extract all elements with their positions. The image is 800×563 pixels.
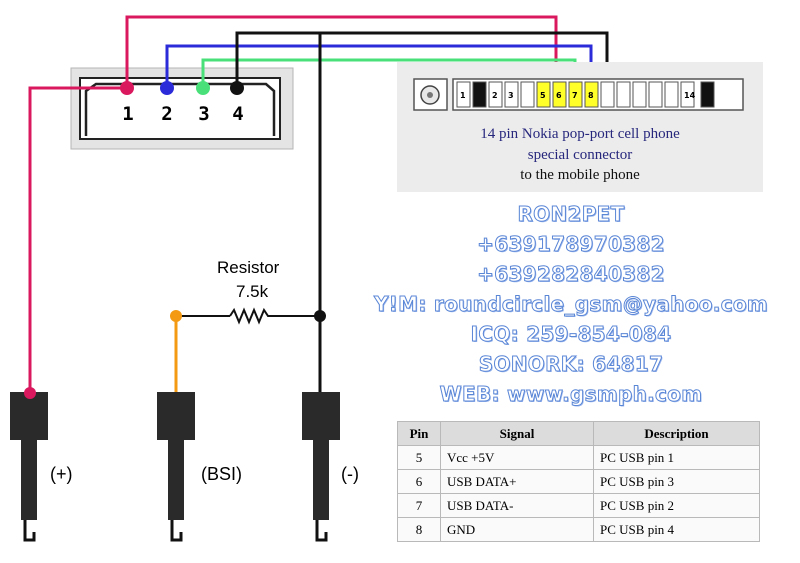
contact-sonork: SONORK: 64817 — [478, 352, 664, 377]
probe-bsi-tip — [170, 520, 183, 542]
nokia-pin-slot-15 — [700, 81, 715, 108]
table-cell-signal: GND — [440, 517, 594, 542]
probe-bsi-shaft — [168, 440, 184, 520]
table-row: 8 GND PC USB pin 4 — [397, 517, 760, 542]
probe-plus-tip — [23, 520, 36, 542]
table-row: 6 USB DATA+ PC USB pin 3 — [397, 469, 760, 494]
resistor-label: Resistor — [217, 258, 280, 277]
nokia-caption-line1: 14 pin Nokia pop-port cell phone — [480, 126, 680, 142]
table-cell-description: PC USB pin 2 — [593, 493, 760, 518]
nokia-pin-label: 2 — [492, 91, 498, 100]
pin-3-dot — [196, 81, 210, 95]
probe-plus-label: (+) — [50, 464, 73, 484]
wire-red-top — [125, 15, 558, 88]
nokia-round-socket-center — [427, 92, 433, 98]
nokia-pin-8 — [584, 81, 599, 108]
table-cell-pin: 5 — [397, 445, 441, 470]
nokia-pin-label: 14 — [684, 91, 696, 100]
table-row: 7 USB DATA- PC USB pin 2 — [397, 493, 760, 518]
contact-ym: Y!M: roundcircle_gsm@yahoo.com — [373, 292, 769, 317]
table-cell-signal: USB DATA- — [440, 493, 594, 518]
probe-bsi-label: (BSI) — [201, 464, 243, 484]
nokia-pin-label: 8 — [588, 91, 594, 100]
wire-black-top — [235, 31, 609, 88]
ground-junction-dot — [314, 310, 326, 322]
probe-bsi-body — [157, 392, 195, 440]
contact-icq: ICQ: 259-854-084 — [470, 322, 672, 347]
resistor-symbol — [229, 307, 272, 325]
wire-red-probe — [28, 86, 127, 393]
nokia-pin-slot-1 — [472, 81, 487, 108]
table-cell-pin: 6 — [397, 469, 441, 494]
table-cell-description: PC USB pin 3 — [593, 469, 760, 494]
nokia-pin-7 — [568, 81, 583, 108]
nokia-caption-line3: to the mobile phone — [520, 167, 640, 183]
nokia-pin-6 — [552, 81, 567, 108]
nokia-pin-label: 6 — [556, 91, 562, 100]
probe-minus-body — [302, 392, 340, 440]
contact-phone-1: +639178970382 — [477, 232, 665, 257]
nokia-caption-line2: special connector — [527, 147, 633, 163]
nokia-pin-slot-11 — [632, 81, 647, 108]
nokia-pins: 1 2 3 5 6 7 8 14 — [456, 81, 715, 108]
usb-connector-outline — [84, 82, 276, 136]
probe-plus-shaft — [21, 440, 37, 520]
nokia-pin-slot-9 — [600, 81, 615, 108]
table-row: 5 Vcc +5V PC USB pin 1 — [397, 445, 760, 470]
nokia-pin-slot-13 — [664, 81, 679, 108]
pin-4-dot — [230, 81, 244, 95]
pin-header: Pin — [397, 421, 441, 446]
usb-pin-1-label: 1 — [122, 103, 133, 125]
table-cell-description: PC USB pin 4 — [593, 517, 760, 542]
pin-table-header-row: Pin Signal Description — [397, 421, 760, 446]
description-header: Description — [593, 421, 760, 446]
probe-minus-tip — [315, 520, 328, 542]
table-cell-signal: Vcc +5V — [440, 445, 594, 470]
nokia-pin-label: 1 — [460, 91, 466, 100]
pin-2-dot — [160, 81, 174, 95]
nokia-pin-2 — [488, 81, 503, 108]
nokia-pin-5 — [536, 81, 551, 108]
probe-plus-dot — [24, 387, 36, 399]
nokia-pin-3 — [504, 81, 519, 108]
contact-name: RON2PET — [517, 202, 625, 227]
nokia-pin-slot-10 — [616, 81, 631, 108]
probe-plus-body — [10, 392, 48, 440]
probe-minus-label: (-) — [341, 464, 359, 484]
probe-plus — [10, 387, 48, 542]
table-cell-signal: USB DATA+ — [440, 469, 594, 494]
table-cell-description: PC USB pin 1 — [593, 445, 760, 470]
pin-table: Pin Signal Description 5 Vcc +5V PC USB … — [397, 421, 760, 542]
contact-web: WEB: www.gsmph.com — [439, 382, 703, 407]
probe-minus-shaft — [313, 440, 329, 520]
nokia-pin-label: 5 — [540, 91, 546, 100]
nokia-pin-14 — [680, 81, 695, 108]
signal-header: Signal — [440, 421, 594, 446]
probe-bsi — [157, 392, 195, 542]
table-cell-pin: 7 — [397, 493, 441, 518]
resistor-value: 7.5k — [236, 282, 269, 301]
nokia-pin-label: 3 — [508, 91, 514, 100]
nokia-pin-1 — [456, 81, 471, 108]
usb-pin-3-label: 3 — [198, 103, 209, 125]
bsi-junction-dot — [170, 310, 182, 322]
contact-phone-2: +639282840382 — [477, 262, 665, 287]
table-cell-pin: 8 — [397, 517, 441, 542]
pin-1-dot — [120, 81, 134, 95]
usb-pin-4-label: 4 — [232, 103, 243, 125]
nokia-pin-slot-4 — [520, 81, 535, 108]
usb-pin-2-label: 2 — [161, 103, 172, 125]
nokia-pin-label: 7 — [572, 91, 578, 100]
nokia-pin-slot-12 — [648, 81, 663, 108]
probe-minus — [302, 392, 340, 542]
